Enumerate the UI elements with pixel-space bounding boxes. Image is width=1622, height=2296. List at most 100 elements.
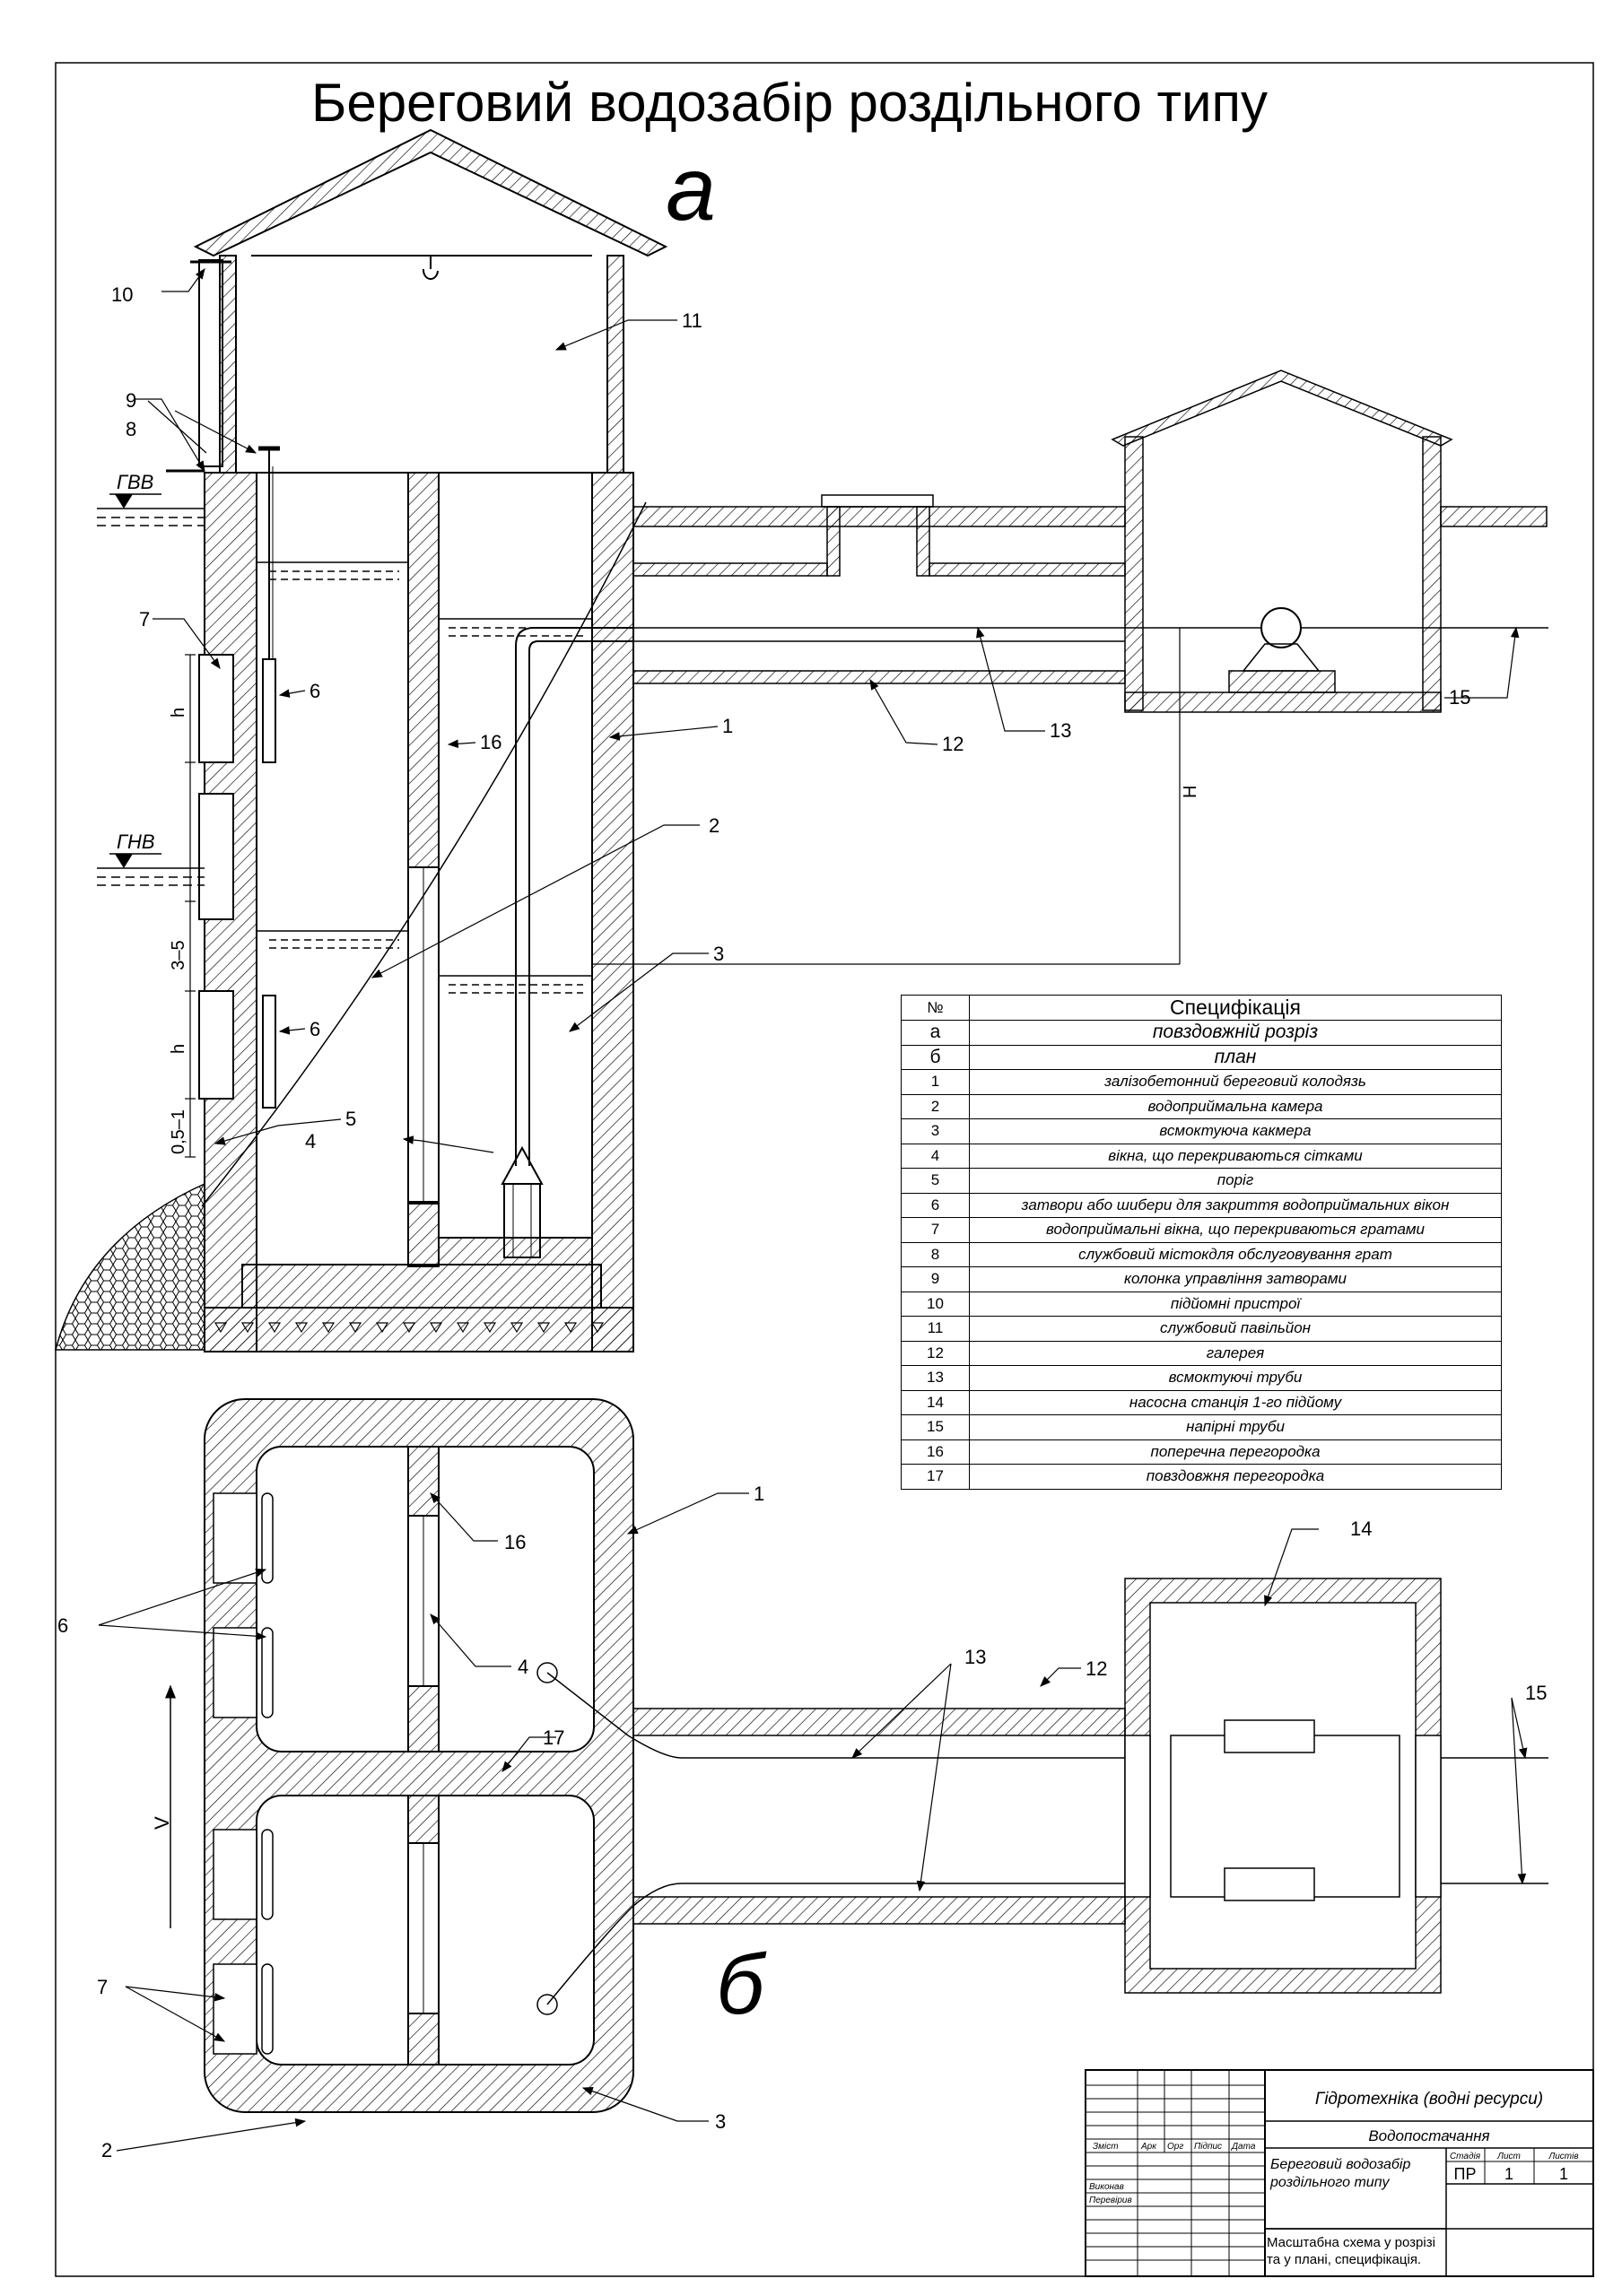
callout-15a: 15: [1449, 686, 1470, 709]
spec-num: 2: [901, 1093, 970, 1119]
gallery-plan-bottom: [632, 1896, 1126, 1925]
foundation-slab: [241, 1264, 602, 1309]
spec-text: залізобетонний береговий колодязь: [969, 1069, 1502, 1095]
low-water-marker-icon: [115, 854, 133, 868]
spec-text: водоприймальні вікна, що перекриваються …: [969, 1217, 1502, 1243]
spec-text: напірні труби: [969, 1414, 1502, 1440]
tb-row-vykonav: Виконав: [1089, 2182, 1124, 2192]
spec-text: службовий павільйон: [969, 1316, 1502, 1342]
spec-num: 17: [901, 1464, 970, 1490]
spec-num: 16: [901, 1439, 970, 1465]
spec-text: всмоктуюча какмера: [969, 1118, 1502, 1144]
callout-12a: 12: [942, 733, 964, 755]
tb-stadia: ПР: [1454, 2165, 1477, 2183]
callout-17: 17: [543, 1726, 564, 1749]
tb-drawing-title-2: роздільного типу: [1269, 2175, 1391, 2190]
spec-num: 5: [901, 1168, 970, 1194]
tb-lyst: 1: [1504, 2165, 1513, 2183]
gallery-roof: [632, 506, 1126, 527]
high-water-marker-icon: [115, 494, 133, 509]
pump-station-roof: [1111, 370, 1453, 447]
tb-row-pereviryv: Перевірив: [1089, 2196, 1132, 2205]
spec-header-row: № Специфікація: [901, 995, 1502, 1021]
spec-num: 14: [901, 1389, 970, 1415]
dim-h-top: h: [169, 708, 188, 718]
callout-16: 16: [480, 731, 501, 753]
tb-lystiv: 1: [1559, 2165, 1568, 2183]
callout-15b: 15: [1525, 1682, 1547, 1704]
spec-text: всмоктуючі труби: [969, 1365, 1502, 1391]
tb-col-org: Орг: [1167, 2142, 1183, 2152]
callout-1a: 1: [722, 715, 733, 737]
section-label-b: б: [716, 1937, 767, 2032]
drawing-title: Береговий водозабір роздільного типу: [311, 73, 1268, 133]
tb-col-data: Дата: [1231, 2142, 1256, 2152]
spec-header-title: Специфікація: [969, 995, 1502, 1021]
spec-num: 15: [901, 1414, 970, 1440]
spec-text: підйомні пристрої: [969, 1291, 1502, 1317]
callout-14: 14: [1350, 1518, 1372, 1540]
spec-text: план: [969, 1044, 1502, 1070]
pavilion-wall-right: [606, 255, 624, 474]
spec-num: 12: [901, 1340, 970, 1366]
well-wall-right: [591, 472, 634, 1352]
callout-16b: 16: [504, 1531, 526, 1553]
cross-partition: [407, 472, 440, 868]
tb-sheet-desc-2: та у плані, специфікація.: [1267, 2252, 1421, 2267]
riverbank-stone: [55, 1182, 205, 1351]
spec-num: 3: [901, 1118, 970, 1144]
spec-header-num: №: [901, 995, 970, 1021]
section-label-a: а: [666, 139, 716, 239]
callout-8: 8: [126, 418, 136, 440]
spec-text: насосна станція 1-го підйому: [969, 1389, 1502, 1415]
pump-unit-icon: [1224, 1719, 1315, 1753]
tb-drawing-title-1: Береговий водозабір: [1270, 2157, 1410, 2172]
callout-9: 9: [126, 389, 136, 412]
spec-num: 10: [901, 1291, 970, 1317]
title-block: [1085, 2069, 1594, 2277]
spec-text: службовий містокдля обслуговування грат: [969, 1241, 1502, 1267]
dim-05-1: 0,5–1: [169, 1109, 188, 1154]
callout-6a: 6: [310, 680, 320, 702]
label-high-water: ГВВ: [117, 471, 153, 493]
callout-11: 11: [682, 309, 702, 332]
label-low-water: ГНВ: [117, 831, 155, 853]
crane-hook-icon: [422, 268, 439, 280]
spec-text: поріг: [969, 1168, 1502, 1194]
spec-text: повздовжня перегородка: [969, 1464, 1502, 1490]
section-b-plan: V: [151, 1398, 1548, 2113]
suction-strainer-icon: [501, 1145, 544, 1185]
tb-col-zmist: Зміст: [1093, 2142, 1119, 2152]
spec-num: 6: [901, 1192, 970, 1218]
tb-lyst-label: Лист: [1496, 2152, 1521, 2161]
spec-num: а: [901, 1020, 970, 1046]
tb-col-pidpys: Підпис: [1194, 2142, 1222, 2152]
callout-13b: 13: [964, 1646, 986, 1668]
tb-stadia-label: Стадія: [1450, 2152, 1481, 2161]
callout-4a: 4: [305, 1130, 316, 1152]
spec-text: повздовжній розріз: [969, 1020, 1502, 1046]
gate-lower: [262, 995, 276, 1109]
spec-text: затвори або шибери для закриття водоприй…: [969, 1192, 1502, 1218]
spec-text: колонка управління затворами: [969, 1266, 1502, 1292]
spec-num: 7: [901, 1217, 970, 1243]
tb-col-ark: Арк: [1140, 2142, 1157, 2152]
spec-num: б: [901, 1044, 970, 1070]
callout-7b: 7: [97, 1976, 108, 1998]
callout-5: 5: [345, 1108, 356, 1130]
spec-num: 11: [901, 1316, 970, 1342]
